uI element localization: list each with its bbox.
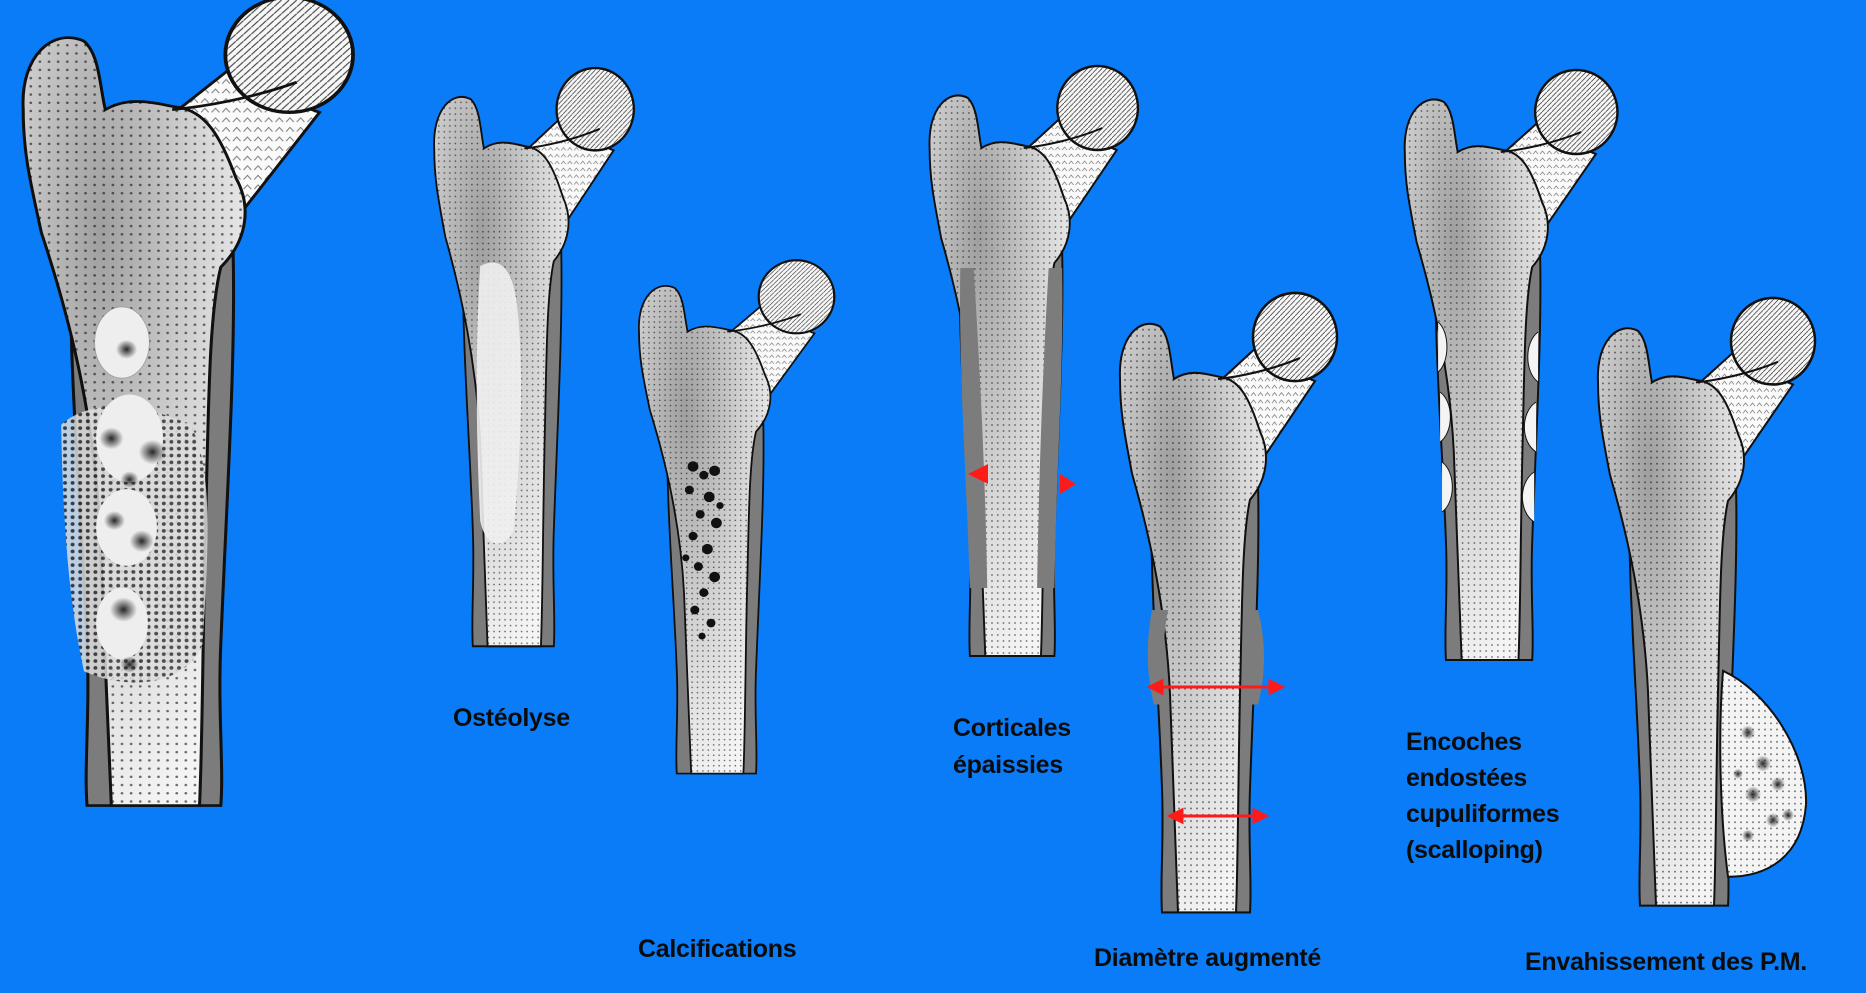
label-encoches-line3: cupuliformes — [1406, 796, 1559, 833]
label-calcifications: Calcifications — [638, 931, 796, 968]
label-diametre: Diamètre augmenté — [1094, 940, 1321, 977]
right-cortex-arrow — [1060, 474, 1076, 494]
encoches-femur — [1405, 70, 1618, 660]
label-osteolyse: Ostéolyse — [453, 700, 570, 737]
label-corticales-line2: épaissies — [953, 747, 1063, 784]
label-encoches-line2: endostées — [1406, 760, 1527, 797]
envahissement-femur — [1598, 298, 1815, 906]
osteolyse-femur — [434, 68, 634, 646]
label-encoches-line1: Encoches — [1406, 724, 1522, 761]
label-encoches-line4: (scalloping) — [1406, 832, 1543, 869]
label-corticales-line1: Corticales — [953, 710, 1071, 747]
calcifications-femur — [639, 260, 834, 773]
label-envahissement: Envahissement des P.M. — [1525, 944, 1807, 981]
diametre-femur — [1120, 293, 1337, 913]
corticales-femur — [929, 66, 1137, 656]
large-femur — [23, 0, 353, 806]
